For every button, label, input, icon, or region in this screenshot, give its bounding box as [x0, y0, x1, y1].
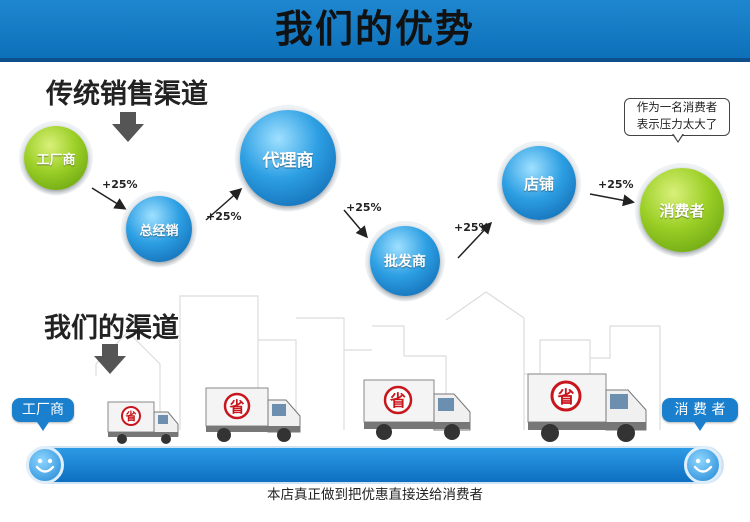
markup-label: +25% [454, 221, 490, 234]
smiley-icon [26, 446, 64, 484]
traditional-channel-title: 传统销售渠道 [46, 79, 208, 110]
truck-badge: 省 [228, 398, 244, 416]
delivery-truck-icon: 省 [205, 387, 301, 442]
arrow-wholesaler-to-store [457, 221, 493, 259]
delivery-truck-icon: 省 [363, 379, 471, 440]
arrow-agent-to-wholesaler [343, 209, 368, 239]
node-agent: 代理商 [240, 110, 336, 206]
arrow-distributor-to-agent [205, 188, 243, 221]
down-arrow-icon [112, 112, 144, 142]
truck-badge: 省 [389, 391, 406, 410]
node-distributor: 总经销 [126, 196, 192, 262]
node-wholesaler: 批发商 [370, 226, 440, 296]
page-title: 我们的优势 [274, 7, 475, 51]
truck-badge: 省 [125, 409, 137, 423]
bubble-line-1: 作为一名消费者 [636, 100, 718, 114]
city-skyline-background [95, 291, 661, 430]
flow-arrows [91, 187, 635, 259]
node-consumer: 消费者 [640, 168, 724, 252]
delivery-truck-icon: 省 [527, 373, 647, 442]
markup-label: +25% [598, 178, 634, 191]
markup-label: +25% [206, 210, 242, 223]
node-store: 店铺 [502, 146, 576, 220]
header-divider [0, 58, 750, 62]
node-factory: 工厂商 [24, 126, 88, 190]
markup-label: +25% [102, 178, 138, 191]
truck-badge: 省 [557, 387, 575, 408]
arrow-store-to-consumer [589, 193, 635, 207]
end-label-consumer: 消 费 者 [662, 398, 738, 422]
footer-caption: 本店真正做到把优惠直接送给消费者 [267, 487, 483, 503]
delivery-truck-icon: 省 [107, 401, 179, 444]
markup-label: +25% [346, 201, 382, 214]
bubble-line-2: 表示压力太大了 [636, 117, 718, 131]
header-banner [0, 0, 750, 62]
speech-bubble: 作为一名消费者 表示压力太大了 [624, 98, 730, 136]
down-arrow-icon [94, 344, 126, 374]
direct-channel-bar [26, 446, 724, 484]
our-channel-title: 我们的渠道 [44, 313, 179, 344]
arrow-factory-to-distributor [91, 187, 127, 210]
start-label-factory: 工厂商 [12, 398, 74, 422]
smiley-icon [684, 446, 722, 484]
